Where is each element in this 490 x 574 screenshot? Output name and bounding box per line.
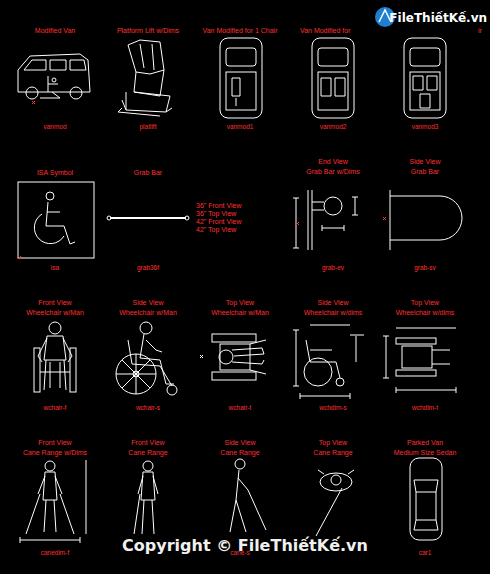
block-title: Side View (132, 299, 163, 306)
block-name: vanmod2 (320, 124, 347, 131)
block-title: Wheelchair w/Man (26, 309, 84, 316)
platform-lift (118, 40, 172, 116)
block-title: Medium Size Sedan (394, 449, 457, 456)
block-name: grab-sv (414, 265, 436, 272)
block-name: wchdim-s (319, 405, 346, 412)
block-title: Front View (38, 299, 71, 306)
block-title: Side View (317, 299, 348, 306)
block-title: Cane Range (220, 449, 259, 456)
block-title: Side View (224, 439, 255, 446)
block-name: car1 (419, 550, 432, 557)
van-side (18, 54, 90, 104)
block-name: vanmod1 (227, 124, 254, 131)
block-name: vanmod3 (412, 124, 439, 131)
block-title: Wheelchair w/Man (211, 309, 269, 316)
block-title: Cane Range w/Dims (23, 449, 87, 456)
block-name: vanmod (43, 124, 66, 131)
block-name: grab36f (137, 265, 159, 272)
block-title: 42" Front View (196, 218, 242, 225)
block-name: wchair-f (44, 405, 67, 412)
grab-bar-side (383, 190, 462, 250)
wheelchair-front (34, 322, 76, 392)
block-name: grab-ev (322, 265, 344, 272)
block-title: Cane Range (313, 449, 352, 456)
block-title: Van Modified for 1 Chair (203, 27, 278, 34)
block-title: Wheelchair w/dims (304, 309, 363, 316)
watermark: Copyright © FileThiếtKế.vn (122, 538, 368, 554)
block-title: Grab Bar (411, 168, 439, 175)
block-title: Van Modified for (300, 27, 350, 34)
block-title: ISA Symbol (37, 169, 73, 176)
wheelchair-side (116, 322, 177, 395)
wheelchair-dims-side (293, 325, 364, 399)
wheelchair-top (200, 334, 266, 380)
block-title: Cane Range (128, 449, 167, 456)
block-title: Front View (38, 439, 71, 446)
cane-front (134, 461, 158, 534)
cane-front-dims (20, 460, 86, 543)
block-title: Front View (131, 439, 164, 446)
block-title: Modified Van (35, 27, 75, 34)
block-title: ir (478, 27, 482, 34)
cane-top (316, 470, 354, 536)
block-name: platlift (140, 124, 157, 131)
block-title: Grab Bar (134, 169, 162, 176)
block-title: Wheelchair w/Man (119, 309, 177, 316)
block-title: 36" Top View (196, 210, 236, 217)
block-name: wchair-t (229, 405, 252, 412)
block-title: 36" Front View (196, 202, 242, 209)
grab-bar-end (293, 190, 358, 250)
block-title: Grab Bar w/Dims (306, 168, 359, 175)
van-top-views (220, 38, 446, 118)
block-name: wchdim-t (412, 405, 438, 412)
block-title: Top View (226, 299, 254, 306)
block-title: Wheelchair w/dims (396, 309, 455, 316)
block-name: wchair-s (136, 405, 160, 412)
block-name: isa (51, 265, 59, 272)
watermark: FileThiếtKế.vn (389, 12, 487, 24)
block-title: 42" Top View (196, 226, 236, 233)
block-title: End View (318, 158, 347, 165)
block-title: Top View (319, 439, 347, 446)
wheelchair-dims-top (383, 328, 456, 393)
block-title: Parked Van (407, 439, 443, 446)
isa-symbol (18, 182, 94, 259)
car-top (410, 458, 442, 540)
block-title: Side View (409, 158, 440, 165)
block-title: Platform Lift w/Dims (117, 27, 179, 34)
block-title: Top View (411, 299, 439, 306)
cane-side (230, 459, 266, 532)
grab-bar (107, 216, 189, 220)
block-name: canedim-f (41, 550, 70, 557)
